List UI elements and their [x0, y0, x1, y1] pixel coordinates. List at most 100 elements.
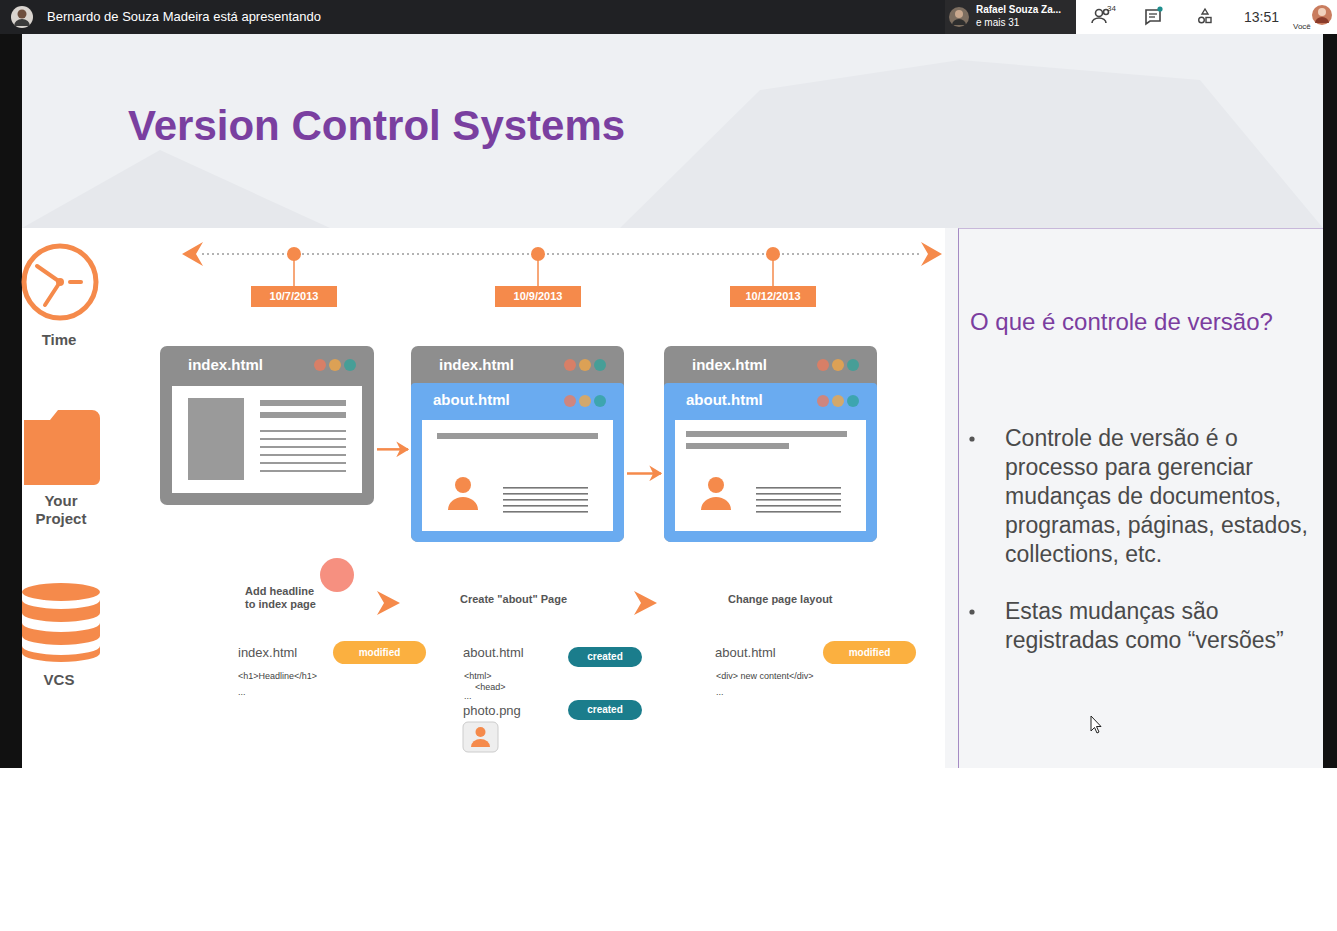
- label-anchor: <div> new content</div>: [716, 671, 814, 682]
- window-button: [329, 359, 341, 371]
- badge-text: modified: [849, 647, 891, 659]
- step-connector: [377, 448, 408, 451]
- bullet-text: Controle de versão é o processo para ger…: [1005, 424, 1315, 569]
- window-button: [817, 359, 829, 371]
- window-button: [594, 359, 606, 371]
- file-name: about.html: [715, 645, 776, 661]
- pointer-highlight: [320, 558, 354, 592]
- slide-ground: [22, 34, 1323, 768]
- step-connector: [627, 472, 661, 475]
- slide-decor: [620, 60, 1323, 228]
- bullet-dot: [969, 436, 974, 441]
- step-caption: Change page layout: [728, 593, 833, 606]
- file-name: index.html: [238, 645, 297, 661]
- window-button: [847, 395, 859, 407]
- participant-count: e mais 31: [976, 17, 1019, 29]
- clock-time: 13:51: [1244, 9, 1279, 26]
- screen-margin: [0, 34, 1337, 768]
- label-anchor: Rafael Souza Za...: [976, 4, 1061, 16]
- panel-ground: [945, 228, 1323, 768]
- window-title: about.html: [433, 391, 510, 409]
- page-sketch: [422, 420, 613, 531]
- window-button: [564, 359, 576, 371]
- status-badge: created: [568, 700, 642, 720]
- code-line: ...: [464, 691, 472, 702]
- window-button: [832, 359, 844, 371]
- label-anchor: Time: [19, 331, 99, 349]
- code-line: <head>: [475, 682, 506, 693]
- label-anchor: 34: [1107, 4, 1116, 14]
- participant-name: Rafael Souza Za...: [976, 4, 1061, 16]
- page-window: about.html: [664, 383, 877, 542]
- code-line: ...: [716, 687, 724, 698]
- timeline-pin: [766, 247, 780, 286]
- self-avatar: [1312, 5, 1332, 25]
- window-title: index.html: [188, 356, 263, 374]
- step-caption: Create "about" Page: [460, 593, 567, 606]
- text-panel: O que é controle de versão? Controle de v…: [958, 228, 1323, 768]
- window-button: [579, 359, 591, 371]
- window-button: [579, 395, 591, 407]
- participant-area: [945, 0, 1076, 34]
- label-anchor: photo.png: [463, 703, 521, 719]
- date-tag: 10/7/2013: [251, 286, 337, 307]
- label-anchor: <h1>Headline</h1>: [238, 671, 317, 682]
- label-anchor: VCS: [19, 671, 99, 689]
- toolbar-area: [1076, 0, 1337, 34]
- code-line: <html>: [464, 671, 492, 682]
- browser-window: index.html about.html: [411, 346, 624, 542]
- activities-icon: [1199, 9, 1211, 23]
- people-icon: [1092, 10, 1109, 24]
- page-window: about.html: [411, 383, 624, 542]
- presenter-status: Bernardo de Souza Madeira está apresenta…: [47, 9, 321, 25]
- code-line: ...: [238, 687, 246, 698]
- bullet-text: Estas mudanças são registradas como “ver…: [1005, 597, 1315, 655]
- label-anchor: Change page layout: [728, 593, 833, 606]
- mouse-cursor: [1091, 716, 1101, 733]
- page-sketch: [172, 386, 362, 493]
- window-button: [847, 359, 859, 371]
- chat-icon: [1146, 6, 1163, 24]
- label-anchor: Você: [1293, 22, 1311, 32]
- top-bar: [0, 0, 1337, 34]
- timeline-pin: [531, 247, 545, 286]
- window-button: [314, 359, 326, 371]
- date-tag: 10/9/2013: [495, 286, 581, 307]
- row-label: Time: [19, 331, 99, 349]
- date-text: 10/12/2013: [745, 290, 800, 303]
- window-button: [594, 395, 606, 407]
- label-anchor: Add headline to index page: [245, 585, 327, 611]
- badge-text: modified: [359, 647, 401, 659]
- row-label: VCS: [19, 671, 99, 689]
- status-badge: modified: [333, 641, 426, 664]
- timeline-arrow: [921, 242, 942, 266]
- label-anchor: <html>: [464, 671, 492, 682]
- date-tag: 10/12/2013: [730, 286, 816, 307]
- presenter-avatar: [11, 6, 33, 28]
- page-sketch: [675, 420, 866, 531]
- label-anchor: index.html: [238, 645, 297, 661]
- label-anchor: e mais 31: [976, 17, 1019, 29]
- label-anchor: 13:51: [1244, 9, 1279, 26]
- step-caption: Add headline to index page: [245, 585, 327, 611]
- timeline: [202, 253, 922, 255]
- window-title: index.html: [439, 356, 514, 374]
- self-label: Você: [1293, 22, 1311, 32]
- date-text: 10/7/2013: [270, 290, 319, 303]
- clock-icon: [24, 246, 96, 318]
- panel-heading: O que é controle de versão?: [970, 307, 1315, 337]
- window-button: [564, 395, 576, 407]
- label-anchor: Create "about" Page: [460, 593, 567, 606]
- timeline-arrow: [182, 242, 203, 266]
- participant-avatar: [949, 7, 969, 27]
- photo-icon: [463, 722, 498, 752]
- step-arrow: [377, 591, 400, 615]
- step-arrow: [634, 591, 657, 615]
- status-badge: modified: [823, 641, 916, 664]
- label-anchor: ...: [238, 687, 246, 698]
- window-title: index.html: [692, 356, 767, 374]
- file-name: photo.png: [463, 703, 521, 719]
- slide-decor: [22, 150, 330, 228]
- label-anchor: ...: [464, 691, 472, 702]
